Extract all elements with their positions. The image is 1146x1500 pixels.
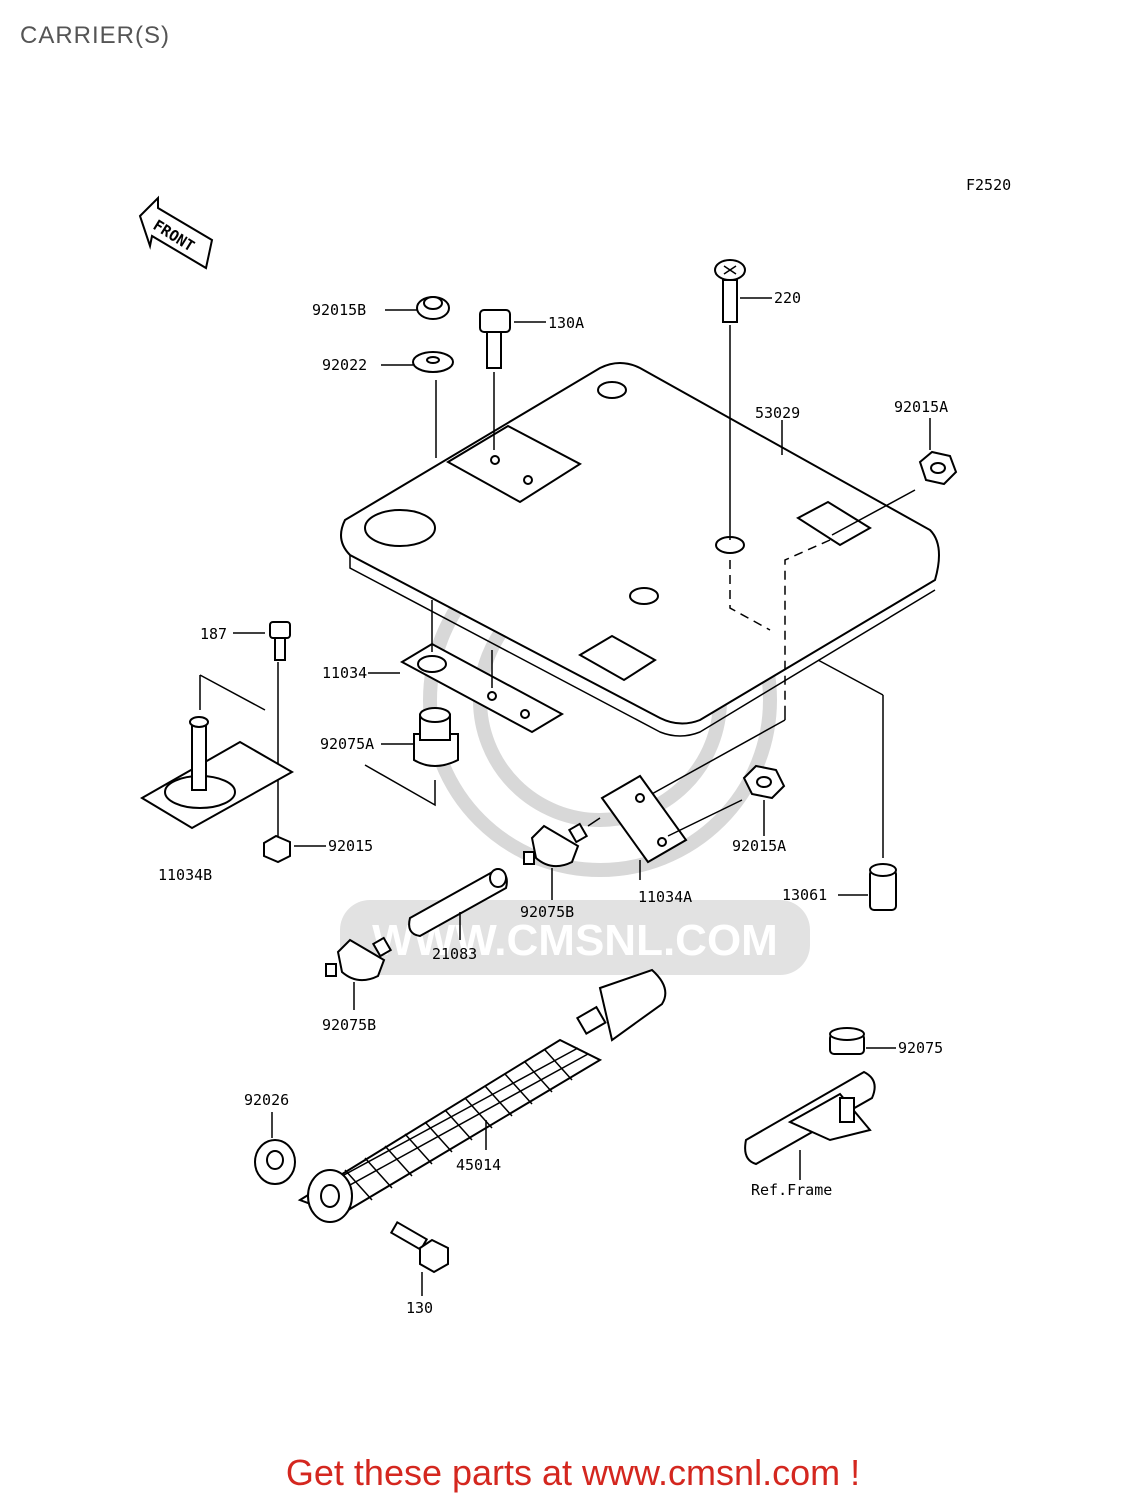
rubber-92075B-low bbox=[325, 936, 393, 982]
pipe-21083 bbox=[408, 868, 508, 938]
label-92075A: 92075A bbox=[320, 735, 374, 753]
label-92015A-top: 92015A bbox=[894, 398, 948, 416]
bracket-11034 bbox=[399, 642, 565, 734]
shock-absorber-45014 bbox=[297, 968, 667, 1223]
bracket-11034B bbox=[140, 716, 295, 830]
label-11034B: 11034B bbox=[158, 866, 212, 884]
label-220: 220 bbox=[774, 289, 801, 307]
plate-11034A bbox=[600, 774, 688, 864]
label-92075B-low: 92075B bbox=[322, 1016, 376, 1034]
nut-92015B bbox=[416, 296, 450, 320]
label-45014: 45014 bbox=[456, 1156, 501, 1174]
bolt-187 bbox=[269, 621, 291, 661]
front-arrow-icon: FRONT bbox=[138, 195, 214, 270]
bolt-130 bbox=[389, 1220, 449, 1274]
page-title: CARRIER(S) bbox=[20, 22, 171, 49]
label-92022: 92022 bbox=[322, 356, 367, 374]
nut-92015 bbox=[263, 834, 291, 864]
label-92015B: 92015B bbox=[312, 301, 366, 319]
label-130A: 130A bbox=[548, 314, 584, 332]
figure-code: F2520 bbox=[966, 176, 1011, 194]
label-187: 187 bbox=[200, 625, 227, 643]
label-92026: 92026 bbox=[244, 1091, 289, 1109]
rubber-92075A bbox=[413, 707, 459, 767]
rubber-92075 bbox=[829, 1027, 865, 1055]
label-92075B-mid: 92075B bbox=[520, 903, 574, 921]
label-21083: 21083 bbox=[432, 945, 477, 963]
washer-92022 bbox=[412, 351, 454, 373]
bolt-130A bbox=[479, 309, 511, 369]
footer-promo-text[interactable]: Get these parts at www.cmsnl.com ! bbox=[285, 1452, 861, 1493]
rubber-92075B-mid bbox=[523, 822, 589, 868]
screw-220 bbox=[714, 259, 746, 323]
nut-92015A-top bbox=[918, 450, 958, 486]
label-13061: 13061 bbox=[782, 886, 827, 904]
label-92015A-mid: 92015A bbox=[732, 837, 786, 855]
label-130: 130 bbox=[406, 1299, 433, 1317]
bush-92026 bbox=[254, 1139, 296, 1185]
label-ref-frame: Ref.Frame bbox=[751, 1181, 832, 1199]
reference-frame bbox=[744, 1070, 876, 1166]
label-53029: 53029 bbox=[755, 404, 800, 422]
collar-13061 bbox=[869, 863, 897, 911]
label-92015: 92015 bbox=[328, 837, 373, 855]
label-11034: 11034 bbox=[322, 664, 367, 682]
carrier-plate-53029 bbox=[340, 362, 940, 737]
label-92075: 92075 bbox=[898, 1039, 943, 1057]
label-11034A: 11034A bbox=[638, 888, 692, 906]
nut-92015A-mid bbox=[742, 764, 786, 800]
